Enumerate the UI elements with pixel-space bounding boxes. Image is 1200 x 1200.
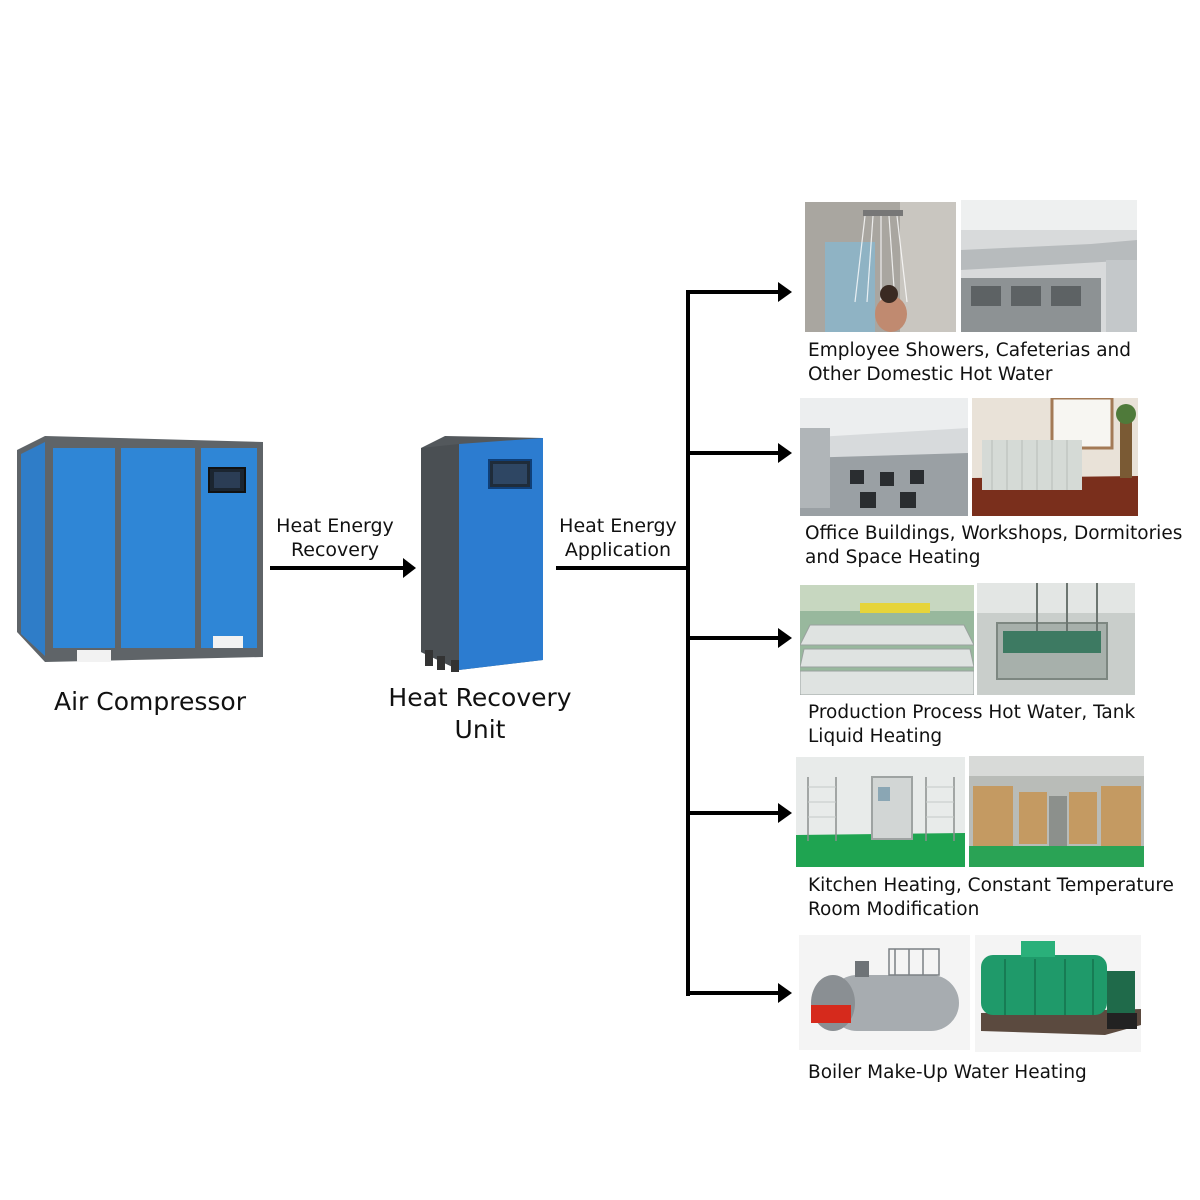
application-caption-2-line2: and Space Heating xyxy=(805,547,981,568)
clean-room-photo xyxy=(796,757,965,867)
tank-photo xyxy=(977,583,1135,695)
arrowhead-3 xyxy=(778,628,792,648)
application-caption-5: Boiler Make-Up Water Heating xyxy=(808,1061,1087,1085)
application-caption-1-line2: Other Domestic Hot Water xyxy=(808,364,1053,385)
arrowhead-recovery xyxy=(403,558,416,578)
radiator-photo xyxy=(972,398,1138,516)
arrowhead-1 xyxy=(778,282,792,302)
flow-application-line2: Application xyxy=(564,539,672,561)
application-caption-2-line1: Office Buildings, Workshops, Dormitories xyxy=(805,523,1183,544)
heat-recovery-label-line2: Unit xyxy=(454,715,506,744)
flow-application-line1: Heat Energy xyxy=(559,515,677,537)
flow-label-heat-energy-recovery: Heat Energy Recovery xyxy=(265,514,405,562)
heat-recovery-label-line1: Heat Recovery xyxy=(388,683,572,712)
air-compressor-label: Air Compressor xyxy=(54,687,246,716)
coal-boiler-photo xyxy=(975,935,1141,1052)
flow-recovery-line1: Heat Energy xyxy=(276,515,394,537)
application-caption-3: Production Process Hot Water, Tank Liqui… xyxy=(808,701,1135,749)
shower-photo xyxy=(805,202,956,332)
flow-label-heat-energy-application: Heat Energy Application xyxy=(548,514,688,562)
application-caption-1-line1: Employee Showers, Cafeterias and xyxy=(808,340,1132,361)
application-caption-4: Kitchen Heating, Constant Temperature Ro… xyxy=(808,874,1174,922)
application-caption-3-line1: Production Process Hot Water, Tank xyxy=(808,702,1136,723)
production-line-photo xyxy=(800,585,974,695)
application-caption-2: Office Buildings, Workshops, Dormitories… xyxy=(805,522,1182,570)
arrowhead-2 xyxy=(778,443,792,463)
application-caption-4-line1: Kitchen Heating, Constant Temperature xyxy=(808,875,1174,896)
application-caption-1: Employee Showers, Cafeterias and Other D… xyxy=(808,339,1131,387)
air-compressor xyxy=(15,432,265,672)
office-photo xyxy=(800,398,968,516)
application-caption-4-line2: Room Modification xyxy=(808,899,980,920)
drying-room-photo xyxy=(969,756,1144,867)
heat-recovery-unit-label: Heat Recovery Unit xyxy=(370,682,590,746)
heat-recovery-unit xyxy=(415,430,550,675)
arrowhead-5 xyxy=(778,983,792,1003)
application-caption-5-line1: Boiler Make-Up Water Heating xyxy=(808,1062,1087,1083)
cafeteria-kitchen-photo xyxy=(961,200,1137,332)
arrowhead-4 xyxy=(778,803,792,823)
flow-recovery-line2: Recovery xyxy=(290,539,380,561)
oil-boiler-photo xyxy=(799,935,970,1050)
application-caption-3-line2: Liquid Heating xyxy=(808,726,943,747)
